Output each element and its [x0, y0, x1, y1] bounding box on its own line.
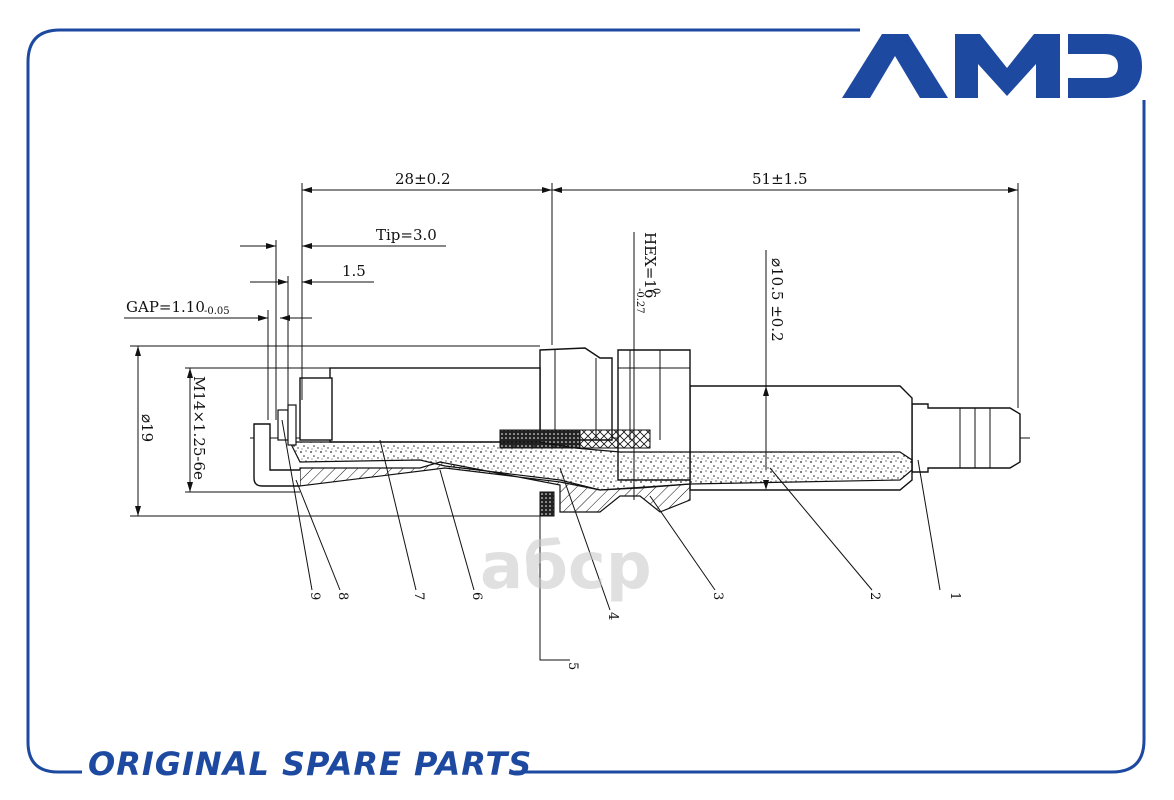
callout-2: 2 — [867, 592, 882, 600]
dim-tip: Tip=3.0 — [376, 226, 437, 244]
dim-length-total: 51±1.5 — [752, 170, 808, 188]
dim-thread: M14×1.25-6e — [190, 376, 208, 480]
frame-border-right — [515, 100, 1146, 774]
brand-logo — [842, 34, 1142, 98]
dim-hex-sup: 0 — [650, 288, 661, 294]
ground-electrode — [253, 423, 300, 487]
watermark-logo: aбcp — [480, 530, 652, 604]
frame-border — [26, 28, 860, 774]
dim-gap-tol: -0.05 — [204, 306, 230, 317]
shell-lower — [299, 461, 691, 513]
callout-4: 4 — [605, 612, 620, 620]
dim-seat-dia: ⌀19 — [138, 414, 156, 442]
callout-9: 9 — [307, 592, 322, 600]
dim-hex-sub: -0.27 — [634, 288, 645, 314]
dim-length-threaded: 28±0.2 — [395, 170, 451, 188]
callout-6: 6 — [469, 592, 484, 600]
footer-tagline: ORIGINAL SPARE PARTS — [88, 745, 533, 783]
terminal — [911, 403, 1021, 473]
shell-crimp — [539, 347, 613, 441]
dim-terminal-dia: ⌀10.5 ±0.2 — [768, 258, 786, 342]
callout-5: 5 — [565, 662, 580, 670]
callout-3: 3 — [710, 592, 725, 600]
dim-hex: HEX=16 — [641, 232, 659, 298]
dim-offset: 1.5 — [342, 262, 366, 280]
callout-1: 1 — [947, 592, 962, 600]
callout-7: 7 — [411, 592, 426, 600]
dim-gap: GAP=1.10 — [126, 298, 205, 316]
callout-8: 8 — [335, 592, 350, 600]
